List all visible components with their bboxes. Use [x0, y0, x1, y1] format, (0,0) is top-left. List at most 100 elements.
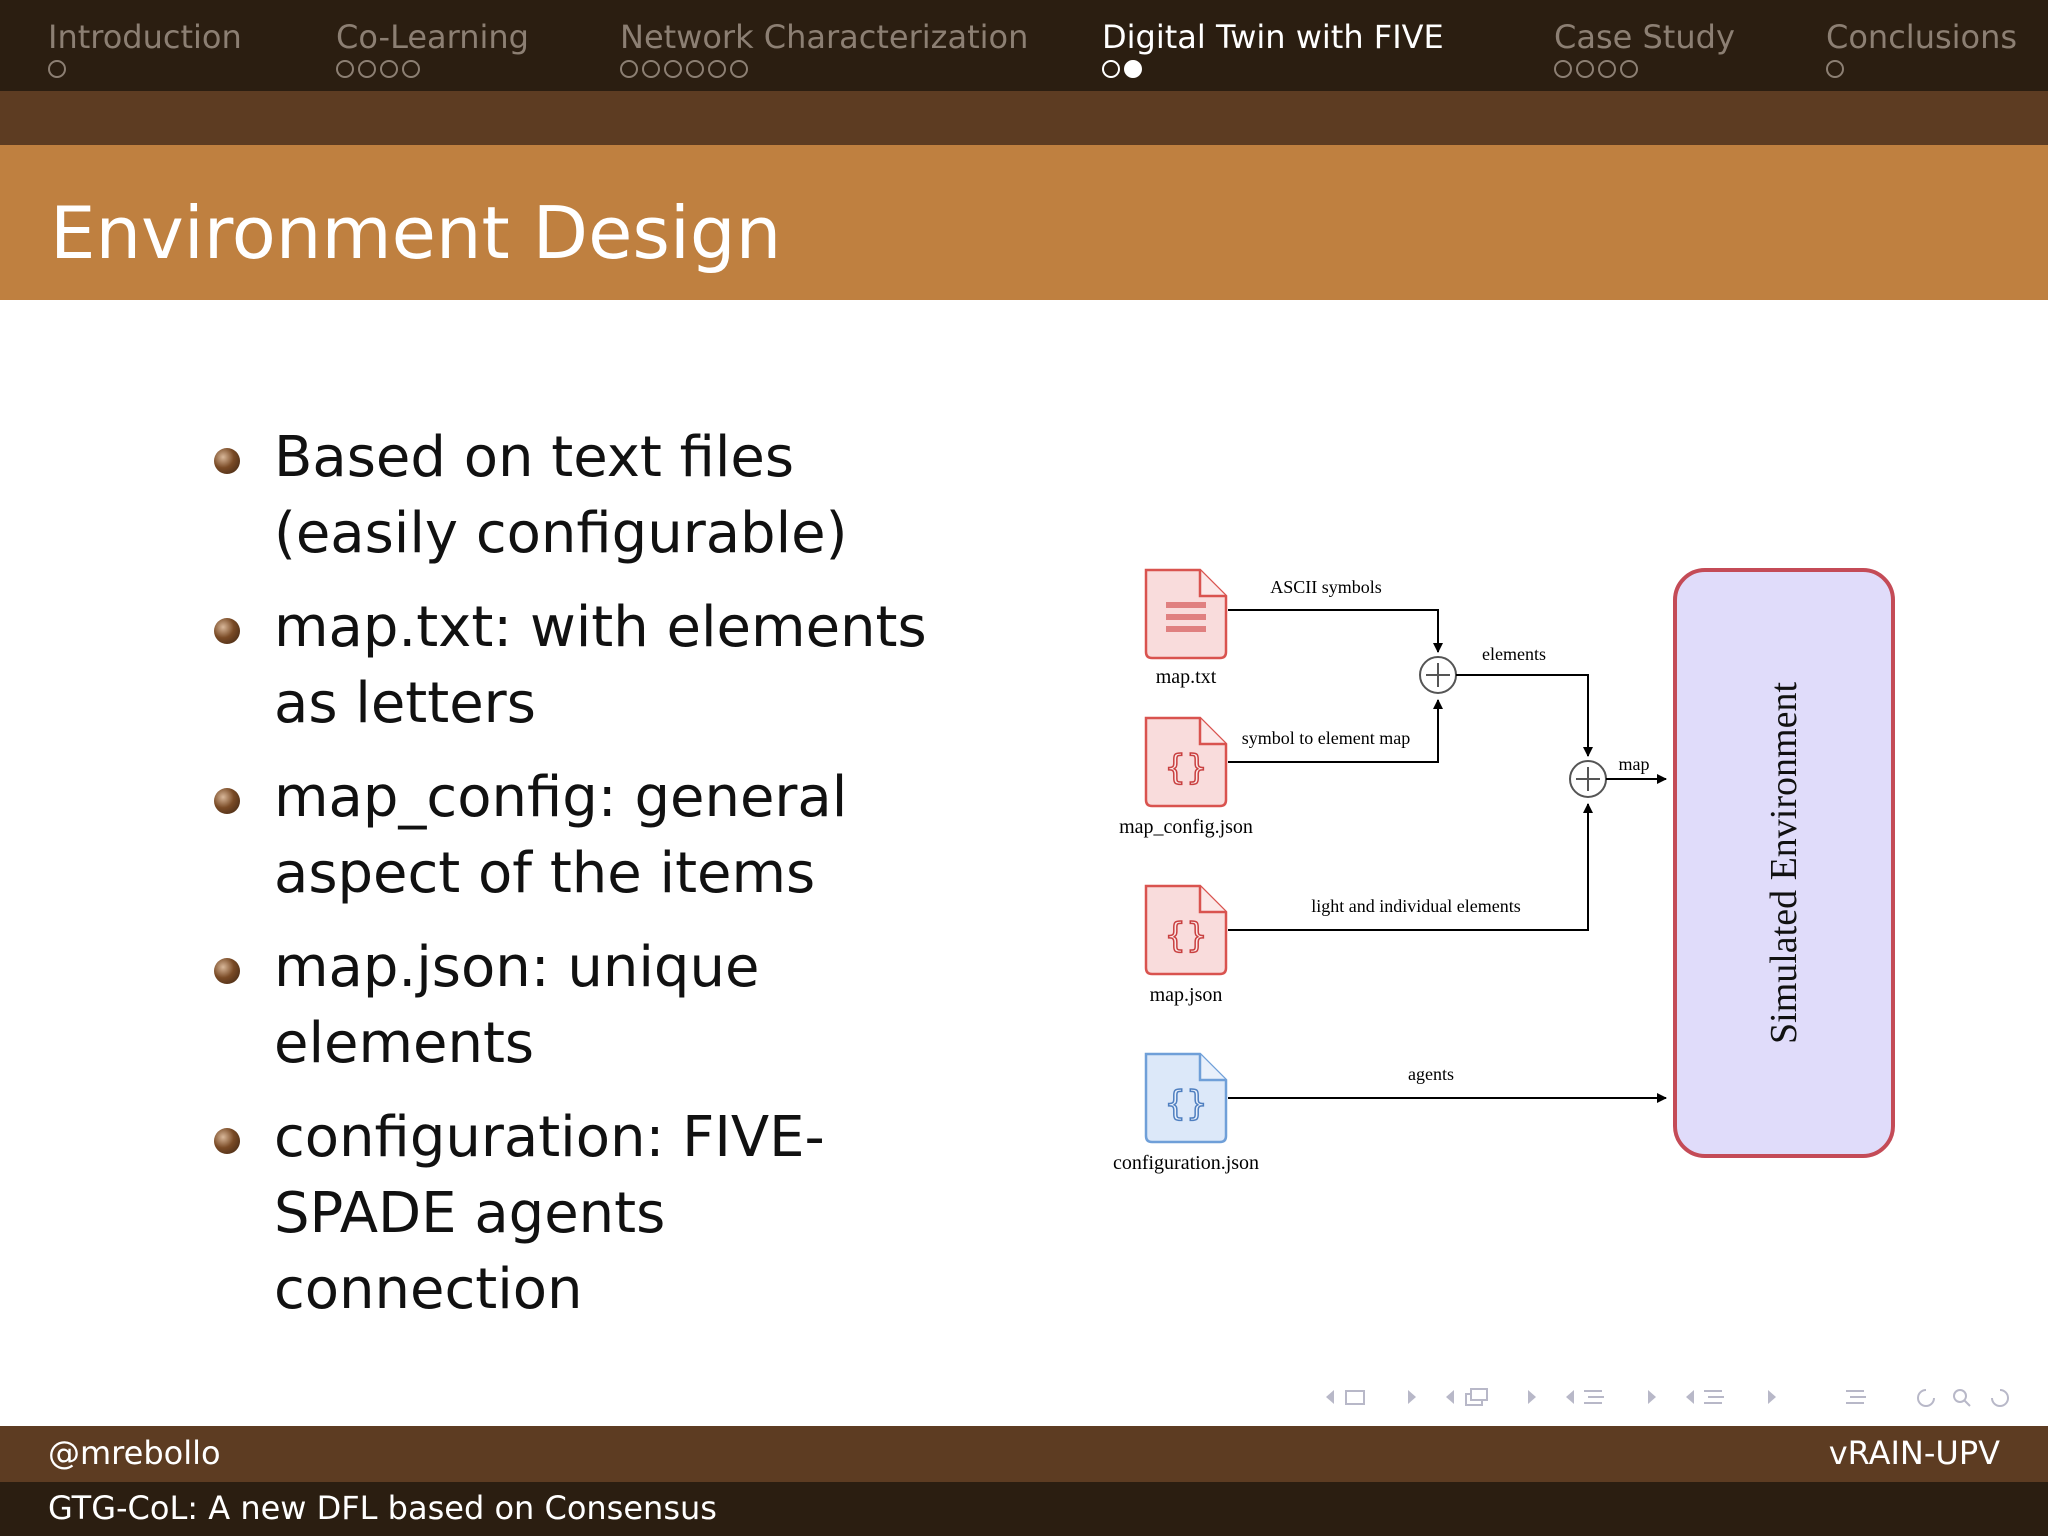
- bullet-ball-icon: [214, 788, 240, 814]
- edge-label: agents: [1408, 1064, 1454, 1084]
- page-dots: [336, 60, 529, 78]
- next-slide-icon[interactable]: [1528, 1390, 1536, 1404]
- subsection-bar: [0, 91, 2048, 145]
- page-dot[interactable]: [686, 60, 704, 78]
- page-dots: [1102, 60, 1444, 78]
- page-dot[interactable]: [730, 60, 748, 78]
- page-dot[interactable]: [380, 60, 398, 78]
- bullet-item: map.txt: with elements as letters: [210, 590, 990, 742]
- page-dot[interactable]: [48, 60, 66, 78]
- nav-section-case-study[interactable]: Case Study: [1554, 18, 1735, 78]
- next-subsection-icon[interactable]: [1648, 1390, 1656, 1404]
- page-dot[interactable]: [1124, 60, 1142, 78]
- svg-text:{}: {}: [1164, 748, 1207, 788]
- bullet-text: map_config: general aspect of the items: [274, 765, 848, 906]
- document-icon[interactable]: [1846, 1390, 1866, 1404]
- page-dots: [1554, 60, 1735, 78]
- subsection-icon[interactable]: [1584, 1390, 1604, 1404]
- bullet-item: map.json: unique elements: [210, 930, 990, 1082]
- bullet-ball-icon: [214, 958, 240, 984]
- prev-slide-icon[interactable]: [1446, 1390, 1454, 1404]
- file-label: map_config.json: [1119, 816, 1253, 838]
- nav-section-co-learning[interactable]: Co-Learning: [336, 18, 529, 78]
- page-dot[interactable]: [1826, 60, 1844, 78]
- edge-light-elements: [1228, 803, 1593, 931]
- edge-ascii-symbols: [1228, 609, 1443, 653]
- bullet-list: Based on text files (easily configurable…: [210, 420, 990, 1346]
- bullet-ball-icon: [214, 448, 240, 474]
- footer-author-bar: [0, 1426, 2048, 1482]
- footer-title-bar: [0, 1482, 2048, 1536]
- nav-section-network-characterization[interactable]: Network Characterization: [620, 18, 1028, 78]
- page-dot[interactable]: [1554, 60, 1572, 78]
- edge-label: map: [1619, 754, 1650, 774]
- next-section-icon[interactable]: [1768, 1390, 1776, 1404]
- nav-section-label: Co-Learning: [336, 18, 529, 56]
- next-frame-icon[interactable]: [1408, 1390, 1416, 1404]
- bullet-item: configuration: FIVE-SPADE agents connect…: [210, 1100, 990, 1328]
- svg-text:{}: {}: [1164, 916, 1207, 956]
- bullet-item: map_config: general aspect of the items: [210, 760, 990, 912]
- plus-icon: [1426, 663, 1450, 687]
- nav-section-label: Network Characterization: [620, 18, 1029, 56]
- environment-diagram: map.txt {} map_config.json {} map.json {…: [1113, 568, 1895, 1174]
- prev-frame-icon[interactable]: [1326, 1390, 1334, 1404]
- page-dot[interactable]: [1620, 60, 1638, 78]
- simulated-environment-label: Simulated Environment: [1763, 682, 1805, 1044]
- json-file-icon: {}: [1144, 884, 1228, 976]
- nav-section-introduction[interactable]: Introduction: [48, 18, 242, 78]
- page-dot[interactable]: [1102, 60, 1120, 78]
- beamer-navigation-controls: [1326, 1388, 2009, 1407]
- bullet-text: map.txt: with elements as letters: [274, 595, 927, 736]
- edge-label: ASCII symbols: [1270, 577, 1382, 597]
- page-dot[interactable]: [664, 60, 682, 78]
- page-dot[interactable]: [1576, 60, 1594, 78]
- nav-section-digital-twin[interactable]: Digital Twin with FIVE: [1102, 18, 1444, 78]
- svg-text:{}: {}: [1164, 1084, 1207, 1124]
- edge-label: symbol to element map: [1242, 728, 1410, 748]
- page-dot[interactable]: [1598, 60, 1616, 78]
- page-dots: [48, 60, 242, 78]
- search-icon[interactable]: [1953, 1389, 1971, 1407]
- page-dot[interactable]: [620, 60, 638, 78]
- section-navigation-bar: Introduction Co-Learning Network Charact…: [0, 0, 2048, 91]
- bullet-ball-icon: [214, 618, 240, 644]
- page-dots: [620, 60, 1028, 78]
- footer-author: @mrebollo: [48, 1434, 221, 1472]
- prev-section-icon[interactable]: [1686, 1390, 1694, 1404]
- slide-title: Environment Design: [50, 191, 782, 275]
- bullet-text: map.json: unique elements: [274, 935, 760, 1076]
- frame-title-bar: [0, 145, 2048, 300]
- file-label: map.json: [1150, 984, 1223, 1006]
- page-dot[interactable]: [402, 60, 420, 78]
- page-dot[interactable]: [642, 60, 660, 78]
- section-icon[interactable]: [1704, 1390, 1724, 1404]
- undo-icon[interactable]: [1917, 1389, 1935, 1407]
- json-file-icon: {}: [1144, 716, 1228, 808]
- footer-talk-title: GTG-CoL: A new DFL based on Consensus: [48, 1489, 717, 1527]
- edge-label: light and individual elements: [1311, 896, 1520, 916]
- bullet-ball-icon: [214, 1128, 240, 1154]
- frame-icon[interactable]: [1345, 1390, 1365, 1405]
- bullet-text: configuration: FIVE-SPADE agents connect…: [274, 1105, 825, 1322]
- page-dot[interactable]: [358, 60, 376, 78]
- prev-subsection-icon[interactable]: [1566, 1390, 1574, 1404]
- page-dot[interactable]: [336, 60, 354, 78]
- page-dot[interactable]: [708, 60, 726, 78]
- edge-symbol-map: [1228, 699, 1443, 763]
- slide-stack-icon[interactable]: [1465, 1388, 1488, 1406]
- bullet-text: Based on text files (easily configurable…: [274, 425, 848, 566]
- nav-section-label: Introduction: [48, 18, 242, 56]
- nav-section-label: Case Study: [1554, 18, 1735, 56]
- file-label: configuration.json: [1113, 1152, 1259, 1174]
- nav-section-label: Conclusions: [1826, 18, 2018, 56]
- simulated-environment-box: [1673, 568, 1895, 1158]
- json-file-icon: {}: [1144, 1052, 1228, 1144]
- edge-label: elements: [1482, 644, 1546, 664]
- plus-icon: [1576, 767, 1600, 791]
- redo-icon[interactable]: [1991, 1389, 2009, 1407]
- nav-section-conclusions[interactable]: Conclusions: [1826, 18, 2017, 78]
- edge-elements: [1456, 674, 1593, 757]
- page-dots: [1826, 60, 2017, 78]
- text-file-icon: [1144, 568, 1228, 660]
